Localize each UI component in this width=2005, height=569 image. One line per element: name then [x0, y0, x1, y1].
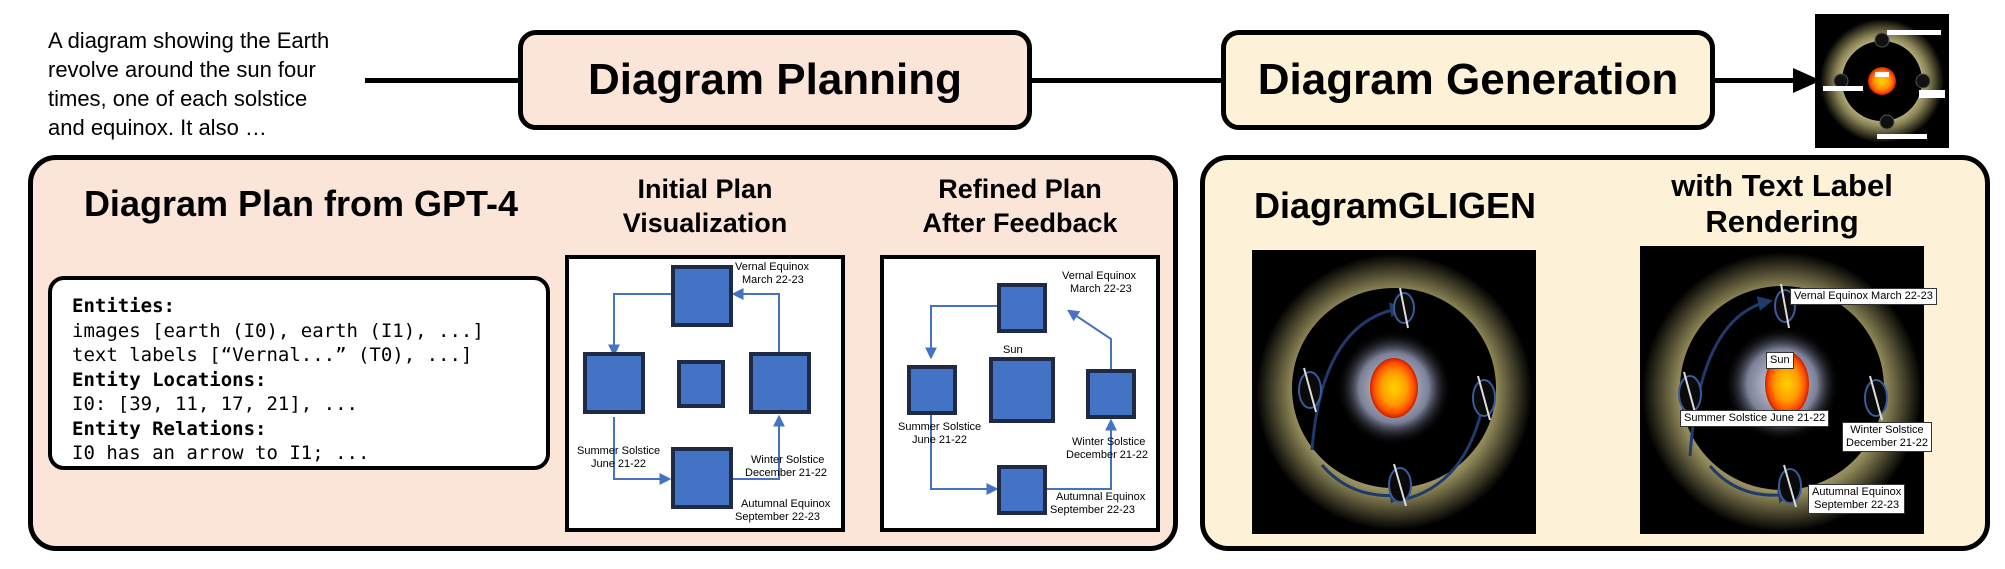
connector-planning-to-generation	[1030, 78, 1223, 83]
gligen-title: DiagramGLIGEN	[1253, 185, 1537, 226]
label-summer-date: June 21-22	[591, 458, 646, 470]
title-line: with Text Label	[1671, 168, 1893, 203]
rendered-label-vernal: Vernal Equinox March 22-23	[1790, 288, 1937, 305]
code-line: images [earth (I0), earth (I1), ...]	[72, 319, 484, 342]
label-winter: Winter Solstice	[1072, 436, 1145, 448]
prompt-line: A diagram showing the Earth	[48, 28, 330, 53]
code-line: I0: [39, 11, 17, 21], ...	[72, 393, 358, 415]
diagram-generation-stage: Diagram Generation	[1221, 30, 1715, 130]
earth-node-autumn	[671, 447, 733, 509]
earth-node-vernal	[671, 265, 733, 327]
label-vernal-date: March 22-23	[1070, 283, 1132, 295]
text-rendering-title: with Text Label Rendering	[1640, 168, 1924, 240]
tag-line: Winter Solstice	[1850, 424, 1924, 436]
gligen-output-image	[1252, 250, 1536, 534]
rendered-label-winter: Winter Solstice December 21-22	[1842, 422, 1932, 452]
stage-label: Diagram Planning	[587, 55, 963, 104]
initial-plan-diagram: Vernal Equinox March 22-23 Summer Solsti…	[565, 255, 845, 532]
title-line: Refined Plan	[938, 174, 1102, 204]
output-thumbnail-image	[1815, 14, 1949, 148]
code-line: I0 has an arrow to I1; ...	[72, 442, 370, 464]
rendered-label-sun: Sun	[1766, 352, 1794, 369]
tag-line: December 21-22	[1846, 437, 1928, 449]
rendered-label-autumn: Autumnal Equinox September 22-23	[1808, 484, 1906, 514]
label-winter: Winter Solstice	[751, 454, 824, 466]
label-winter-date: December 21-22	[1066, 449, 1148, 461]
prompt-line: times, one of each solstice	[48, 86, 308, 111]
connector-generation-to-output	[1713, 68, 1821, 93]
label-vernal-date: March 22-23	[742, 274, 804, 286]
label-sun: Sun	[1003, 344, 1023, 356]
earth-node-summer	[907, 365, 957, 415]
refined-plan-title: Refined Plan After Feedback	[880, 172, 1160, 240]
label-autumn-date: September 22-23	[735, 511, 820, 523]
plan-panel-title: Diagram Plan from GPT-4	[83, 183, 519, 224]
sun-node	[677, 360, 725, 408]
plan-code-box: Entities: images [earth (I0), earth (I1)…	[48, 276, 550, 470]
diagram-planning-stage: Diagram Planning	[518, 30, 1032, 130]
code-line: Entity Locations:	[72, 368, 267, 391]
earth-node-vernal	[997, 283, 1047, 333]
connector-prompt-to-planning	[365, 78, 520, 83]
input-prompt: A diagram showing the Earth revolve arou…	[48, 26, 378, 142]
title-line: Initial Plan	[637, 174, 773, 204]
tag-line: Autumnal Equinox	[1812, 486, 1902, 498]
label-summer-date: June 21-22	[912, 434, 967, 446]
code-line: text labels [“Vernal...” (T0), ...]	[72, 344, 473, 366]
earth-node-autumn	[997, 465, 1047, 515]
rendered-output-panel: Vernal Equinox March 22-23 Sun Summer So…	[1640, 246, 1937, 534]
refined-plan-diagram: Vernal Equinox March 22-23 Sun Summer So…	[880, 255, 1160, 532]
label-vernal: Vernal Equinox	[735, 261, 809, 273]
prompt-line: revolve around the sun four	[48, 57, 316, 82]
sun-node	[989, 357, 1055, 423]
label-vernal: Vernal Equinox	[1062, 270, 1136, 282]
initial-plan-title: Initial Plan Visualization	[565, 172, 845, 240]
code-line: Entities:	[72, 295, 175, 317]
label-winter-date: December 21-22	[745, 467, 827, 479]
prompt-line: and equinox. It also …	[48, 115, 267, 140]
title-line: After Feedback	[922, 208, 1118, 238]
tag-line: September 22-23	[1814, 499, 1900, 511]
label-summer: Summer Solstice	[898, 421, 981, 433]
earth-node-winter	[1086, 369, 1136, 419]
earth-node-winter	[749, 352, 811, 414]
label-autumn-date: September 22-23	[1050, 504, 1135, 516]
earth-node-summer	[583, 352, 645, 414]
stage-label: Diagram Generation	[1257, 55, 1679, 104]
rendered-label-summer: Summer Solstice June 21-22	[1680, 410, 1830, 427]
title-line: Rendering	[1705, 204, 1859, 239]
label-autumn: Autumnal Equinox	[1056, 491, 1146, 503]
label-summer: Summer Solstice	[577, 445, 660, 457]
label-autumn: Autumnal Equinox	[741, 498, 831, 510]
code-line: Entity Relations:	[72, 417, 267, 440]
title-line: Visualization	[622, 208, 788, 238]
